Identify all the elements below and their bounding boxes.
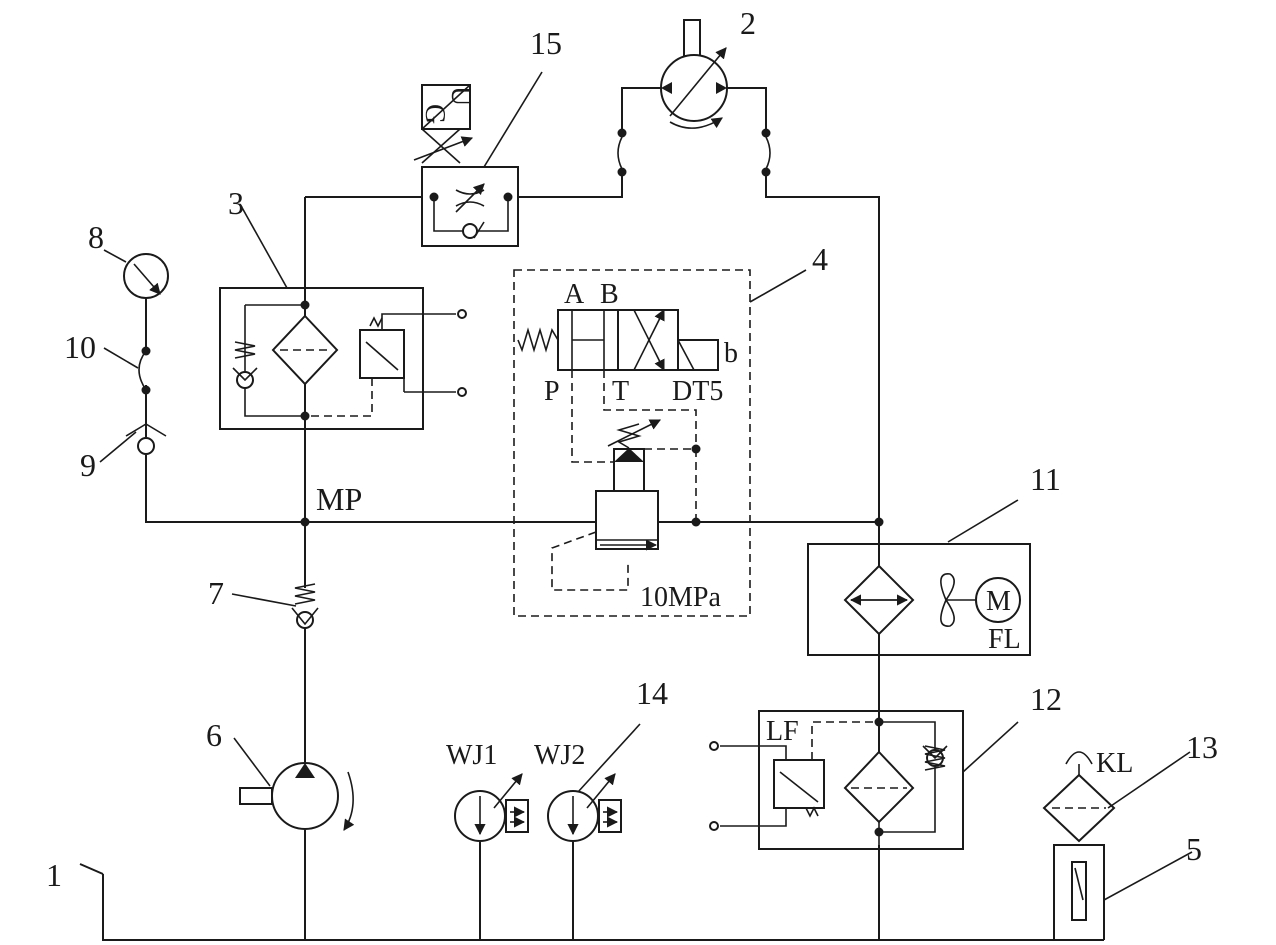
label-3: 3 bbox=[228, 185, 244, 221]
label-8: 8 bbox=[88, 219, 104, 255]
hydraulic-pump-6 bbox=[233, 737, 355, 831]
label-solenoid-b: b bbox=[724, 338, 738, 369]
label-11: 11 bbox=[1030, 461, 1061, 497]
label-6: 6 bbox=[206, 717, 222, 753]
label-port-p: P bbox=[544, 376, 560, 407]
label-port-b: B bbox=[600, 279, 619, 310]
relief-valve-unit-4 bbox=[513, 269, 807, 617]
label-port-t: T bbox=[612, 376, 629, 407]
oil-tank-5 bbox=[1071, 851, 1193, 921]
label-4: 4 bbox=[812, 241, 828, 277]
label-lf: LF bbox=[766, 716, 799, 747]
quick-coupler-9 bbox=[99, 423, 167, 463]
shunt-label-u: U bbox=[445, 86, 476, 106]
label-1: 1 bbox=[46, 857, 62, 893]
pressure-filter-3 bbox=[219, 203, 467, 430]
temperature-sensors-14 bbox=[454, 723, 641, 842]
label-wj2: WJ2 bbox=[534, 740, 585, 771]
label-12: 12 bbox=[1030, 681, 1062, 717]
oil-cooler-11 bbox=[807, 499, 1031, 656]
label-mp: MP bbox=[316, 481, 362, 517]
air-breather-13 bbox=[1042, 751, 1191, 843]
label-15: 15 bbox=[530, 25, 562, 61]
label-fan-motor: M bbox=[986, 586, 1011, 617]
label-2: 2 bbox=[740, 5, 756, 41]
label-relief-pressure: 10MPa bbox=[640, 582, 721, 613]
label-dt5: DT5 bbox=[672, 376, 723, 407]
shunt-label-g: G bbox=[419, 104, 450, 124]
hydraulic-motor-2 bbox=[660, 19, 728, 129]
labels: 1 2 3 4 5 6 7 8 9 10 11 12 13 14 15 MP A… bbox=[46, 5, 1218, 893]
label-5: 5 bbox=[1186, 831, 1202, 867]
flow-control-valve-15: G U bbox=[413, 71, 543, 247]
label-fl: FL bbox=[988, 624, 1021, 655]
label-14: 14 bbox=[636, 675, 668, 711]
gauge-switch-10 bbox=[103, 347, 147, 391]
label-wj1: WJ1 bbox=[446, 740, 497, 771]
return-filter-12 bbox=[709, 710, 1019, 850]
label-7: 7 bbox=[208, 575, 224, 611]
label-9: 9 bbox=[80, 447, 96, 483]
label-13: 13 bbox=[1186, 729, 1218, 765]
label-kl: KL bbox=[1096, 748, 1133, 779]
pressure-gauge-8 bbox=[103, 249, 169, 299]
label-port-a: A bbox=[564, 279, 585, 310]
label-10: 10 bbox=[64, 329, 96, 365]
check-valve-7 bbox=[231, 583, 319, 629]
